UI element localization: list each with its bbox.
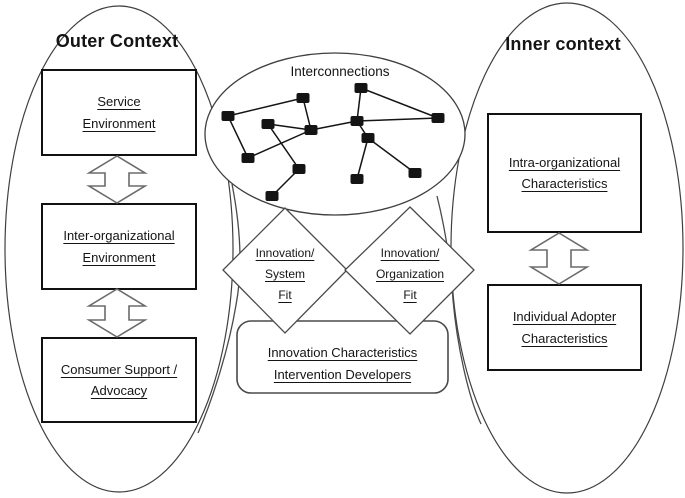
network-node — [354, 83, 368, 93]
network-edge — [310, 120, 358, 131]
network-node — [292, 164, 306, 174]
innovation-system-fit-diamond — [222, 207, 348, 334]
network-edge — [302, 97, 312, 131]
double-arrow-inner — [528, 232, 590, 285]
network-node — [221, 111, 235, 121]
double-arrow-outer-bottom — [86, 288, 148, 338]
network-edge — [227, 115, 249, 159]
network-edge — [356, 87, 362, 122]
network-edge — [267, 123, 300, 170]
network-node — [265, 191, 279, 201]
network-edge — [367, 137, 416, 174]
network-edge — [360, 87, 439, 119]
network-node — [304, 125, 318, 135]
network-edge — [227, 97, 304, 117]
innovation-characteristics-box — [236, 320, 449, 394]
network-node — [361, 133, 375, 143]
service-environment-box — [41, 69, 197, 156]
interconnections-ellipse — [204, 52, 466, 216]
network-edge — [267, 123, 312, 131]
network-node — [350, 116, 364, 126]
network-node — [408, 168, 422, 178]
network-node — [296, 93, 310, 103]
innovation-organization-fit-diamond — [344, 206, 475, 335]
network-node — [431, 113, 445, 123]
network-node — [261, 119, 275, 129]
center-left-curve — [197, 183, 241, 434]
double-arrow-outer-top — [86, 155, 148, 204]
center-right-curve — [436, 195, 482, 425]
network-node — [350, 174, 364, 184]
outer-context-ellipse — [4, 5, 234, 493]
network-node — [241, 153, 255, 163]
individual-adopter-characteristics-box — [487, 284, 642, 371]
network-edge — [356, 117, 439, 122]
inter-organizational-environment-box — [41, 203, 197, 290]
consumer-support-advocacy-box — [41, 337, 197, 423]
interconnections-network — [221, 83, 445, 201]
network-edge — [356, 137, 369, 180]
network-edge — [247, 129, 312, 159]
intra-organizational-characteristics-box — [487, 113, 642, 233]
